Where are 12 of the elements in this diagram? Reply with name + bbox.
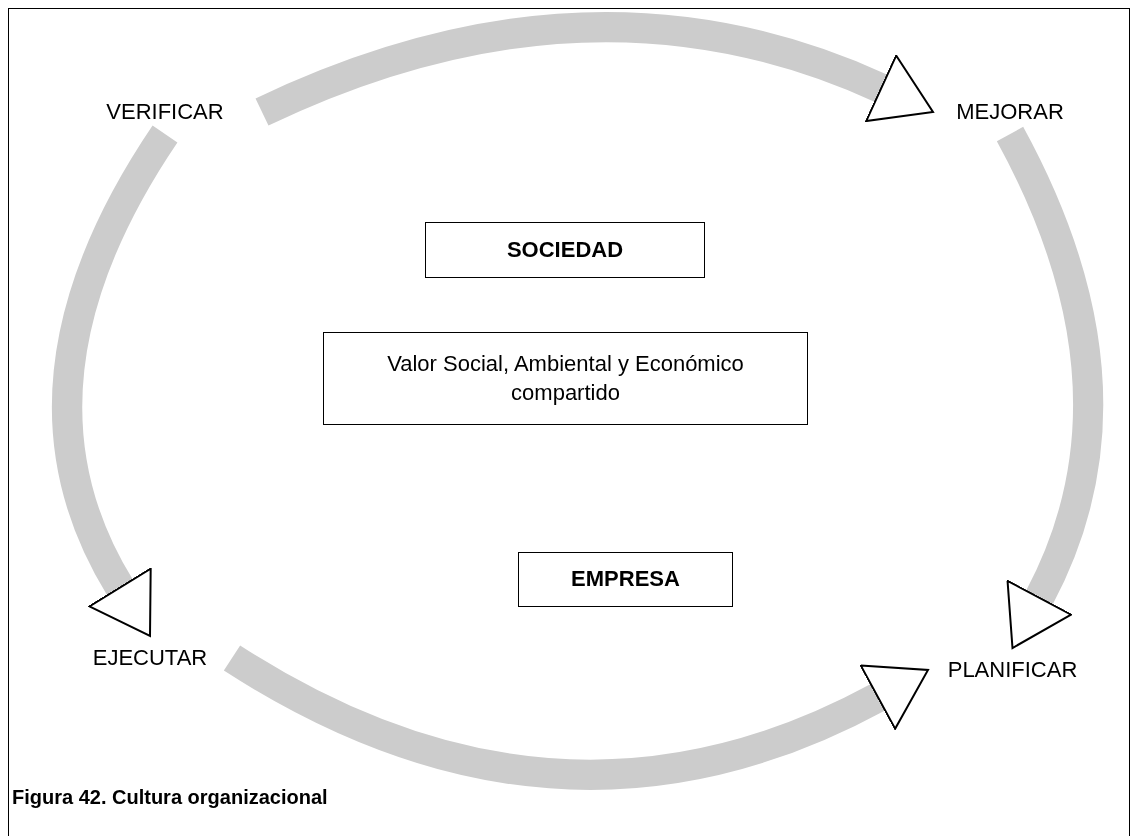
curved-arrow bbox=[224, 645, 931, 790]
step-label: PLANIFICAR bbox=[930, 650, 1095, 690]
step-label: VERIFICAR bbox=[70, 92, 260, 132]
text-box: Valor Social, Ambiental y Económico compartido bbox=[323, 332, 808, 425]
text-box: EMPRESA bbox=[518, 552, 733, 607]
step-label: EJECUTAR bbox=[70, 638, 230, 678]
curved-arrow bbox=[255, 12, 935, 126]
figure-caption: Figura 42. Cultura organizacional bbox=[12, 786, 328, 809]
curved-arrow bbox=[996, 127, 1103, 651]
step-label: MEJORAR bbox=[935, 92, 1085, 132]
curved-arrow bbox=[52, 125, 178, 639]
text-box: SOCIEDAD bbox=[425, 222, 705, 278]
